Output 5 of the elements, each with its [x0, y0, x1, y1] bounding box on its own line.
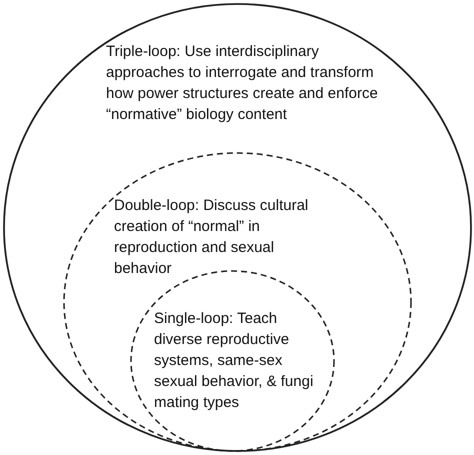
circle-label: Triple-loop: Use interdisciplinary approaches to interrogate and transform how power structures create and enforce “normative” biology content [106, 42, 378, 125]
circle-label: Double-loop: Discuss cultural creation of “normal” in reproduction and sexual behavior [114, 196, 310, 279]
circle [3, 3, 472, 452]
dashed-circle [63, 152, 412, 452]
circle-label: Single-loop: Teach diverse reproductive systems, same-sex sexual behavior, & fungi mating types [154, 309, 314, 413]
